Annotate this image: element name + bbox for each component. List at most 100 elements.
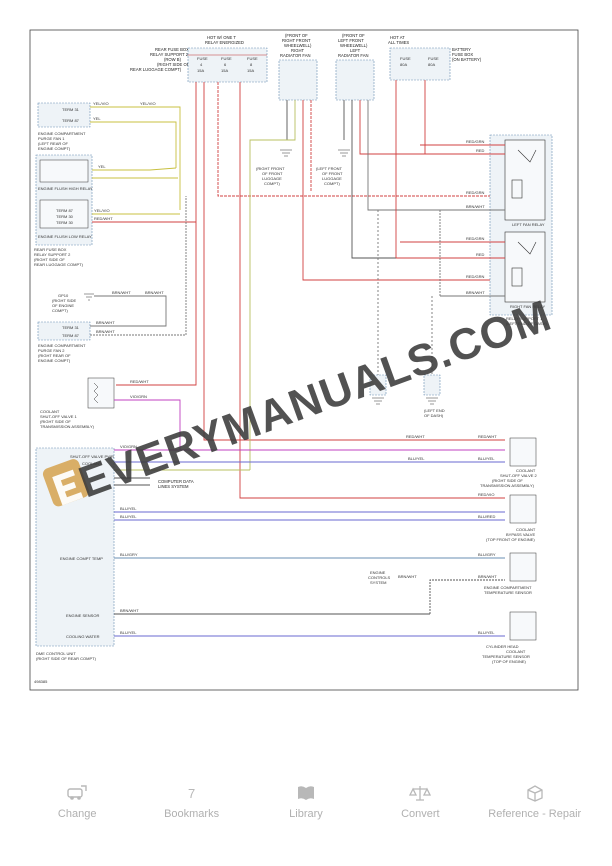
fuse-8: FUSE 8 15A bbox=[247, 56, 258, 73]
left-fan-relay-label: LEFT FAN RELAY bbox=[512, 222, 545, 227]
svg-text:8: 8 bbox=[250, 62, 253, 67]
nav-library-label: Library bbox=[289, 808, 323, 820]
svg-text:(RIGHT SIDE OF: (RIGHT SIDE OF bbox=[157, 62, 190, 67]
svg-text:EVERYMANUALS.COM: EVERYMANUALS.COM bbox=[73, 291, 558, 508]
svg-text:VIO/GRN: VIO/GRN bbox=[130, 394, 147, 399]
nav-reference-repair[interactable]: Reference - Repair bbox=[485, 782, 585, 820]
svg-text:BLU/YEL: BLU/YEL bbox=[478, 630, 495, 635]
bookmark-count-icon: 7 bbox=[188, 782, 195, 804]
nav-bookmarks[interactable]: 7 Bookmarks bbox=[142, 782, 242, 821]
svg-text:RED/WHT: RED/WHT bbox=[130, 379, 149, 384]
svg-text:BLU/GRY: BLU/GRY bbox=[120, 552, 138, 557]
bottom-nav: Change 7 Bookmarks Library Convert Refer… bbox=[0, 782, 612, 842]
svg-text:GP10: GP10 bbox=[58, 293, 69, 298]
svg-text:RADIATOR FAN: RADIATOR FAN bbox=[280, 53, 311, 58]
svg-text:RED/VIO: RED/VIO bbox=[478, 492, 494, 497]
svg-text:4: 4 bbox=[200, 62, 203, 67]
svg-text:COOLING WATER: COOLING WATER bbox=[66, 634, 100, 639]
ground-g102 bbox=[369, 374, 387, 405]
svg-text:BRN/WHT: BRN/WHT bbox=[466, 290, 485, 295]
svg-text:TERM 31: TERM 31 bbox=[62, 325, 80, 330]
bypass-valve: COOLANT BYPASS VALVE (TOP FRONT OF ENGIN… bbox=[486, 494, 537, 542]
svg-text:TRANSMISSION ASSEMBLY): TRANSMISSION ASSEMBLY) bbox=[480, 483, 535, 488]
svg-text:RIGHT: RIGHT bbox=[291, 48, 304, 53]
svg-text:RED/WHT: RED/WHT bbox=[94, 216, 113, 221]
svg-text:ENGINE: ENGINE bbox=[370, 570, 386, 575]
svg-text:TEMPERATURE SENSOR: TEMPERATURE SENSOR bbox=[484, 590, 532, 595]
ground-g103: (LEFT END OF DASH) bbox=[423, 374, 445, 418]
svg-text:CONTROLS: CONTROLS bbox=[368, 575, 391, 580]
svg-text:OF DASH): OF DASH) bbox=[424, 413, 444, 418]
svg-text:TRANSMISSION ASSEMBLY): TRANSMISSION ASSEMBLY) bbox=[40, 424, 95, 429]
left-radiator-fan bbox=[335, 59, 375, 101]
ground-gp1: (RIGHT FRONT OF FRONT LUGGAGE COMPT) bbox=[256, 149, 292, 186]
svg-text:(LEFT FRONT: (LEFT FRONT bbox=[316, 166, 342, 171]
svg-text:TEMPERATURE SENSOR: TEMPERATURE SENSOR bbox=[482, 654, 530, 659]
svg-text:(LEFT END: (LEFT END bbox=[424, 408, 445, 413]
svg-text:ENGINE COMPARTMENT: ENGINE COMPARTMENT bbox=[38, 131, 86, 136]
cyl-temp-sensor: CYLINDER HEAD COOLANT TEMPERATURE SENSOR… bbox=[482, 611, 537, 664]
svg-text:REAR FUSE BOX: REAR FUSE BOX bbox=[155, 47, 189, 52]
purge-fan-1: TERM 31 TERM 87 ENGINE COMPARTMENT PURGE… bbox=[37, 102, 91, 151]
svg-text:ENGINE COMPT): ENGINE COMPT) bbox=[38, 146, 71, 151]
svg-text:TERM 31: TERM 31 bbox=[62, 107, 80, 112]
svg-text:RED/GRN: RED/GRN bbox=[466, 190, 485, 195]
svg-text:6: 6 bbox=[224, 62, 227, 67]
svg-text:(FRONT OF: (FRONT OF bbox=[342, 33, 365, 38]
svg-text:ENGINE COMPARTMENT: ENGINE COMPARTMENT bbox=[38, 343, 86, 348]
svg-text:(ROW B): (ROW B) bbox=[164, 57, 182, 62]
engine-controls-label: ENGINE CONTROLS SYSTEM bbox=[368, 570, 391, 585]
svg-text:FUSE: FUSE bbox=[197, 56, 208, 61]
gp10: GP10 (RIGHT SIDE OF ENGINE COMPT) bbox=[52, 293, 94, 313]
svg-text:COOLANT: COOLANT bbox=[82, 461, 102, 466]
svg-text:RED/GRN: RED/GRN bbox=[466, 274, 485, 279]
svg-text:ENGINE COMPARTMENT: ENGINE COMPARTMENT bbox=[484, 585, 532, 590]
svg-text:SHUT-OFF VALVE 2: SHUT-OFF VALVE 2 bbox=[500, 473, 538, 478]
watermark: EVERYMANUALS.COM bbox=[42, 291, 558, 508]
svg-text:RELAY SUPPORT 2: RELAY SUPPORT 2 bbox=[150, 52, 189, 57]
flush-relays: ENGINE FLUSH HIGH RELAY TERM 87 TERM 30 … bbox=[35, 154, 93, 246]
svg-text:SHUT-OFF VALVE PWR: SHUT-OFF VALVE PWR bbox=[70, 454, 114, 459]
svg-text:80A: 80A bbox=[400, 62, 407, 67]
svg-text:(RIGHT REAR OF: (RIGHT REAR OF bbox=[38, 353, 71, 358]
svg-text:BLU/YEL: BLU/YEL bbox=[120, 630, 137, 635]
nav-change[interactable]: Change bbox=[27, 782, 127, 820]
svg-text:ENGINE SENSOR: ENGINE SENSOR bbox=[66, 613, 99, 618]
car-change-icon bbox=[66, 782, 88, 804]
svg-text:ENGINE FLUSH LOW RELAY: ENGINE FLUSH LOW RELAY bbox=[38, 234, 92, 239]
diagram-frame bbox=[29, 29, 579, 691]
wire-labels: YEL/VIO YEL/VIO YEL YEL YEL/VIO RED/WHT … bbox=[93, 101, 497, 635]
svg-text:PURGE FAN 2: PURGE FAN 2 bbox=[38, 348, 65, 353]
rear-fuse-support-label: REAR FUSE BOX RELAY SUPPORT 2 (RIGHT SID… bbox=[34, 247, 84, 267]
hot-at-all-times-label: HOT AT ALL TIMES bbox=[388, 35, 409, 45]
fuse-4: FUSE 4 15A bbox=[197, 56, 208, 73]
svg-text:REAR FUSE BOX: REAR FUSE BOX bbox=[34, 247, 67, 252]
svg-text:YEL: YEL bbox=[98, 164, 106, 169]
computer-data-label: COMPUTER DATA LINES SYSTEM bbox=[158, 479, 194, 489]
rear-fuse-box-label: REAR FUSE BOX RELAY SUPPORT 2 (ROW B) (R… bbox=[130, 47, 190, 72]
svg-text:CYLINDER HEAD: CYLINDER HEAD bbox=[486, 644, 519, 649]
svg-text:RELAY SUPPORT 1: RELAY SUPPORT 1 bbox=[506, 316, 543, 321]
bookmark-count: 7 bbox=[187, 785, 196, 801]
relay-coils bbox=[511, 149, 537, 287]
nav-bookmarks-label: Bookmarks bbox=[164, 808, 220, 820]
svg-text:ALL TIMES: ALL TIMES bbox=[388, 40, 409, 45]
svg-text:RELAY SUPPORT 2: RELAY SUPPORT 2 bbox=[34, 252, 71, 257]
svg-text:(LEFT END OF DASH): (LEFT END OF DASH) bbox=[506, 321, 547, 326]
svg-text:RED/GRN: RED/GRN bbox=[466, 139, 485, 144]
svg-text:15A: 15A bbox=[247, 68, 254, 73]
nav-library[interactable]: Library bbox=[256, 782, 356, 820]
hot-in-start-label: HOT W/ ONE T RELAY ENERGIZED bbox=[205, 35, 244, 45]
fuse-6: FUSE 6 15A bbox=[221, 56, 232, 73]
svg-text:TERM 87: TERM 87 bbox=[56, 208, 74, 213]
nav-convert[interactable]: Convert bbox=[370, 782, 470, 820]
svg-text:FUSE BOX: FUSE BOX bbox=[452, 52, 473, 57]
left-fan-relay bbox=[504, 139, 546, 221]
svg-text:(ON BATTERY): (ON BATTERY) bbox=[452, 57, 482, 62]
svg-text:TERM 30: TERM 30 bbox=[56, 220, 74, 225]
nav-reference-label: Reference - Repair bbox=[488, 808, 582, 820]
svg-text:RED/GRN: RED/GRN bbox=[466, 236, 485, 241]
purge-fan-2: TERM 31 TERM 87 ENGINE COMPARTMENT PURGE… bbox=[37, 321, 91, 363]
dme-wires bbox=[114, 449, 505, 637]
svg-text:HOT AT: HOT AT bbox=[390, 35, 405, 40]
